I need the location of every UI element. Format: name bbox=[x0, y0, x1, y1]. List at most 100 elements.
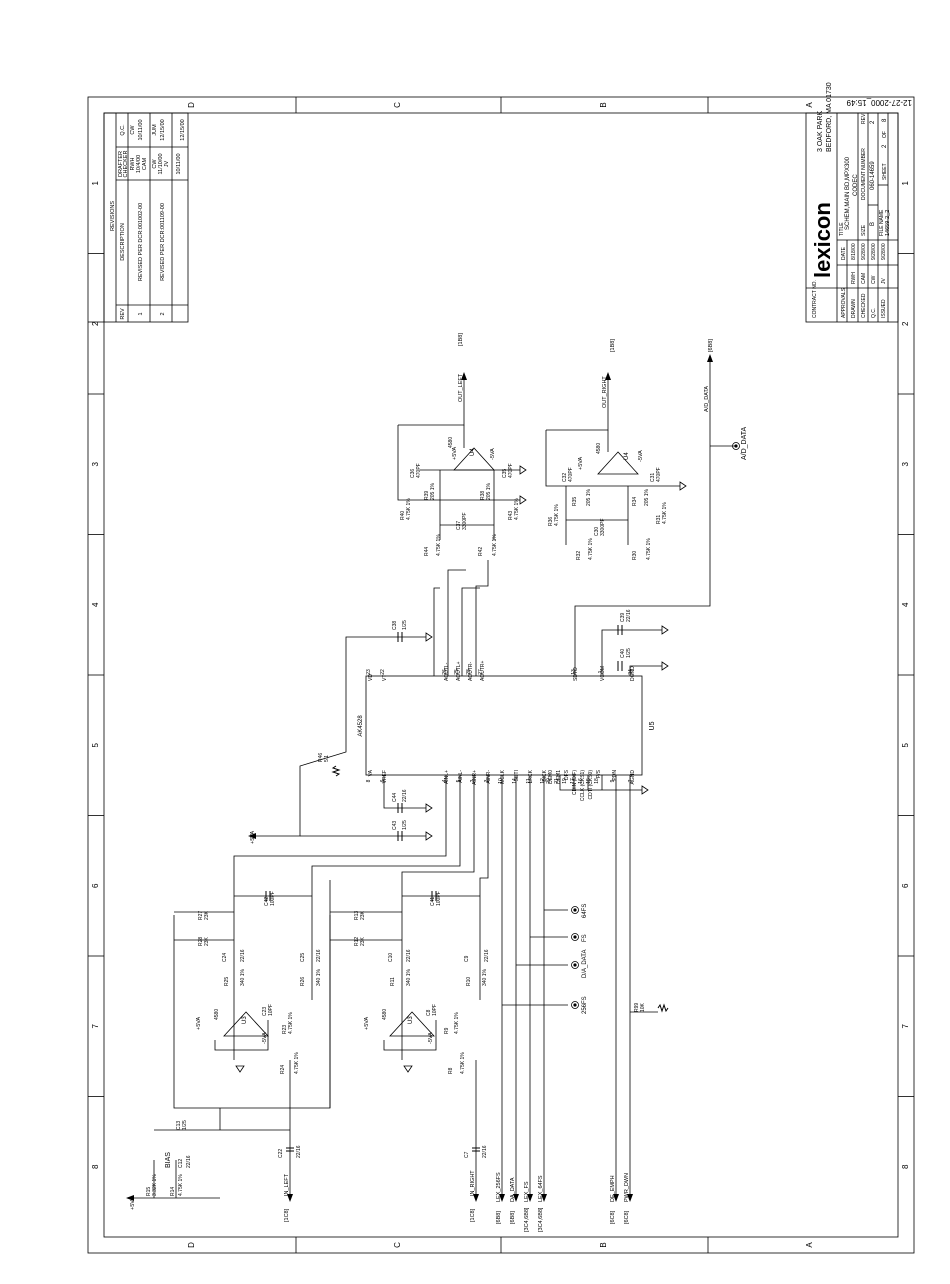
c23-ref: C23 bbox=[262, 1007, 268, 1016]
rev-row-1-qc-date: 10/11/00 bbox=[138, 119, 144, 140]
checker-col-header: CHECKER bbox=[123, 151, 129, 178]
u5-pin-number: 20 bbox=[546, 778, 552, 784]
c43-value: 1/25 bbox=[402, 820, 408, 830]
approval-role-drawn: DRAWN bbox=[851, 299, 857, 318]
u4a-part: 4580 bbox=[448, 437, 454, 448]
u5-pin-name: DGND bbox=[630, 666, 636, 681]
u5-pin-number: 14 bbox=[512, 778, 518, 784]
qc-col-header: Q.C. bbox=[120, 124, 126, 136]
r8-value: 4.75K 1% bbox=[460, 1052, 466, 1074]
approval-date-qc: 9/28/00 bbox=[871, 243, 877, 260]
u3a-m5va-label: -5VA bbox=[262, 1032, 268, 1044]
u5-pin-number: 3 bbox=[484, 779, 490, 782]
u5-pin-name: P/S bbox=[596, 769, 602, 778]
c39-value: 22/16 bbox=[626, 609, 632, 622]
u5-pin-number: 8 bbox=[366, 779, 372, 782]
u5-pin-name: VCOM bbox=[600, 666, 606, 681]
u4b-m5va-label: -5VA bbox=[638, 450, 644, 462]
c38-value: 1/25 bbox=[402, 620, 408, 630]
u5-pin-number: 10 bbox=[498, 778, 504, 784]
date-label: DATE bbox=[841, 246, 847, 260]
zone-number-4-right: 4 bbox=[901, 602, 910, 607]
r25-ref: R25 bbox=[224, 977, 230, 986]
u5-pin-number: 6 bbox=[380, 779, 386, 782]
da-data-label: DA_DATA bbox=[510, 1177, 516, 1202]
u5-pin-number: 1 bbox=[598, 670, 604, 673]
c25-ref: C25 bbox=[300, 953, 306, 962]
tp-64fs-label: 64FS bbox=[582, 904, 588, 918]
u5-pin-number: 4 bbox=[442, 779, 448, 782]
approval-role-issued: ISSUED bbox=[881, 299, 887, 318]
lex-fs-ref: [3C4,6B8] bbox=[524, 1207, 530, 1232]
zone-letter-c-bottom: C bbox=[393, 1242, 402, 1248]
title-label: TITLE bbox=[839, 222, 845, 236]
r99-ref: R99 bbox=[634, 1003, 640, 1012]
rev-row-1-qc: CW bbox=[130, 125, 136, 135]
u4b-ref: U4 bbox=[624, 452, 630, 460]
address-line-1: 3 OAK PARK bbox=[817, 111, 824, 152]
c30-value: 3300PF bbox=[600, 518, 606, 536]
zone-number-6-right: 6 bbox=[901, 883, 910, 888]
zone-letter-d-bottom: D bbox=[187, 1242, 196, 1248]
u5-pin-name: AOUTR- bbox=[468, 662, 474, 682]
r46-value: 5.1 bbox=[324, 755, 330, 762]
lex-64fs-ref: [3C4,6B8] bbox=[538, 1207, 544, 1232]
u5-pin-name: AOUTL+ bbox=[456, 661, 462, 681]
approval-role-qc: Q.C. bbox=[871, 308, 877, 318]
u5-pin-number: 18 bbox=[594, 778, 600, 784]
bias-p5va-label: +5VA bbox=[130, 1196, 136, 1210]
zone-number-7-right: 7 bbox=[901, 1023, 910, 1028]
c44-value: 22/16 bbox=[402, 789, 408, 802]
r12-ref: R12 bbox=[354, 937, 360, 946]
approval-date-drawn: 8/18/00 bbox=[851, 243, 857, 260]
u5-pin-number: 2 bbox=[470, 779, 476, 782]
c10-value: 22/16 bbox=[406, 949, 412, 962]
u5-pin-name: DEM1 bbox=[556, 770, 562, 784]
r11-ref: R11 bbox=[390, 977, 396, 986]
u5-pin-number: 13 bbox=[571, 669, 577, 675]
u5-pin-name: AINR- bbox=[486, 770, 492, 784]
c30-ref: C30 bbox=[594, 527, 600, 536]
de-emph-ref: [6C8] bbox=[610, 1210, 616, 1224]
r10-value: 340 1% bbox=[482, 968, 488, 986]
rev-row-1-num: 1 bbox=[138, 312, 144, 315]
title-line-1: SCHEM,MAIN BD,MPX300 bbox=[845, 156, 851, 230]
approval-name-drawn: RWH bbox=[851, 272, 857, 284]
r31-value: 4.75K 1% bbox=[662, 502, 668, 524]
u3a-ref: U3 bbox=[242, 1016, 248, 1024]
r40-value: 4.75K 1% bbox=[406, 498, 412, 520]
doc-number: 060-14659 bbox=[870, 161, 876, 190]
ad-data-label: A/D_DATA bbox=[704, 386, 710, 412]
approvals-label: APPROVALS bbox=[841, 287, 847, 318]
c36-ref: C36 bbox=[410, 469, 416, 478]
approval-name-issued: JV bbox=[881, 278, 887, 285]
timestamp: 12-27-2000_15:49 bbox=[846, 98, 912, 107]
r23-ref: R23 bbox=[282, 1025, 288, 1034]
u5-part: AK4528 bbox=[358, 715, 364, 737]
drafter-col-header: DRAFTER bbox=[118, 151, 124, 177]
zone-number-3-left: 3 bbox=[91, 461, 100, 466]
r43-ref: R43 bbox=[508, 511, 514, 520]
r38-ref: R38 bbox=[480, 491, 486, 500]
c31-ref: C31 bbox=[650, 473, 656, 482]
zone-letter-a-bottom: A bbox=[805, 1242, 814, 1248]
r12-value: 23K bbox=[360, 936, 366, 946]
r34-value: 205 1% bbox=[644, 488, 650, 506]
zone-number-1-left: 1 bbox=[91, 180, 100, 185]
u3a-part: 4580 bbox=[214, 1009, 220, 1020]
c7-ref: C7 bbox=[464, 1151, 470, 1158]
revisions-title: REVISIONS bbox=[110, 201, 116, 231]
u3b-m5va-label: -5VA bbox=[428, 1032, 434, 1044]
r13-value: 23K bbox=[360, 910, 366, 920]
r35-value: 205 1% bbox=[586, 488, 592, 506]
r44-ref: R44 bbox=[424, 547, 430, 556]
r13-ref: R13 bbox=[354, 911, 360, 920]
c9-value: 22/16 bbox=[484, 949, 490, 962]
r38-value: 205 1% bbox=[486, 482, 492, 500]
u5-pin-number: 23 bbox=[366, 669, 372, 675]
r46-ref: R46 bbox=[318, 753, 324, 762]
r40-ref: R40 bbox=[400, 511, 406, 520]
approval-date-issued: 9/28/00 bbox=[881, 243, 887, 260]
zone-letter-c-top: C bbox=[393, 102, 402, 108]
